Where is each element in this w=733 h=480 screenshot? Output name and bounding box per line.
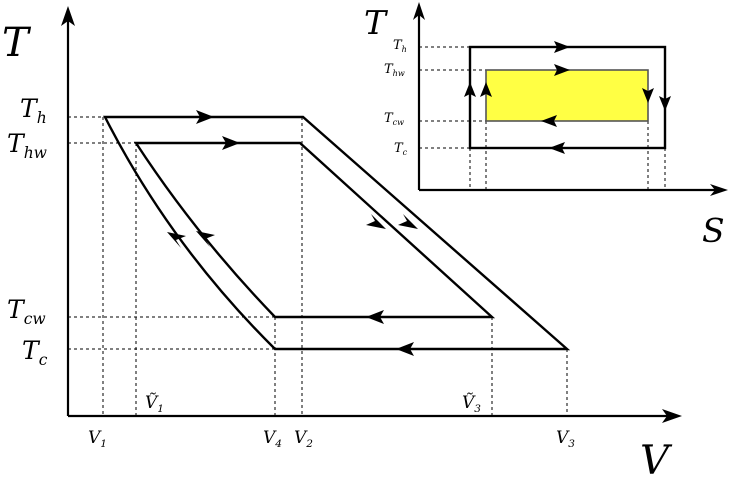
inset-y-label-tc: Tc	[394, 141, 408, 157]
inset-arrow-top-inner	[554, 64, 570, 76]
arrow-bottom-outer	[396, 342, 414, 356]
main-x-arrowhead	[662, 409, 682, 423]
arrow-right-outer	[398, 214, 418, 229]
main-tv-diagram: T V Th Thw Tcw Tc V1 Ṽ1 V4 V2 Ṽ3 V3	[2, 6, 682, 480]
inset-axes	[413, 2, 728, 196]
main-x-label-v3-tilde: Ṽ3	[462, 392, 481, 415]
inset-y-label-thw: Thw	[384, 62, 405, 78]
main-direction-arrows	[167, 110, 418, 356]
inset-arrow-right-outer	[659, 96, 671, 111]
main-y-label-tc: Tc	[22, 336, 48, 369]
inset-x-arrowhead	[710, 184, 728, 196]
main-axes	[61, 6, 682, 423]
main-y-label-tcw: Tcw	[7, 295, 46, 328]
main-y-arrowhead	[61, 6, 75, 26]
main-x-label-v1: V1	[88, 428, 107, 450]
inset-x-axis-title: S	[702, 211, 725, 250]
main-y-label-th: Th	[20, 94, 47, 127]
inset-y-label-th: Th	[393, 38, 407, 54]
inset-y-arrowhead	[413, 2, 425, 20]
inset-y-axis-title: T	[364, 3, 389, 42]
main-x-label-v1-tilde: Ṽ1	[145, 392, 164, 415]
arrow-left-inner	[196, 231, 215, 247]
inset-ts-diagram: T S Th Thw Tcw Tc	[364, 2, 728, 250]
arrow-right-inner	[366, 214, 386, 229]
inset-arrow-left-inner	[480, 82, 492, 97]
main-x-label-v3: V3	[556, 428, 575, 450]
inset-arrow-right-inner	[642, 88, 654, 103]
inner-cycle-region	[133, 141, 496, 319]
inset-direction-arrows	[464, 41, 671, 154]
outer-cycle-path	[103, 115, 571, 351]
arrow-left-outer	[167, 232, 186, 248]
arrow-bottom-inner	[366, 310, 384, 324]
arrow-top-outer	[196, 110, 214, 124]
inset-arrow-bottom-outer	[549, 142, 565, 154]
main-x-label-v2: V2	[294, 428, 313, 450]
main-y-axis-title: T	[2, 20, 32, 66]
main-x-axis-title: V	[640, 438, 673, 480]
main-x-label-v4: V4	[263, 428, 282, 450]
inset-arrow-top-outer	[554, 41, 570, 53]
arrow-top-inner	[222, 136, 240, 150]
inset-y-label-tcw: Tcw	[384, 111, 404, 127]
inset-inner-cycle-region	[485, 69, 649, 122]
main-guide-lines	[68, 116, 568, 416]
main-y-label-thw: Thw	[7, 129, 47, 162]
inset-arrow-left-outer	[464, 82, 476, 97]
inset-guide-lines	[419, 46, 666, 190]
inset-arrow-bottom-inner	[541, 115, 557, 127]
